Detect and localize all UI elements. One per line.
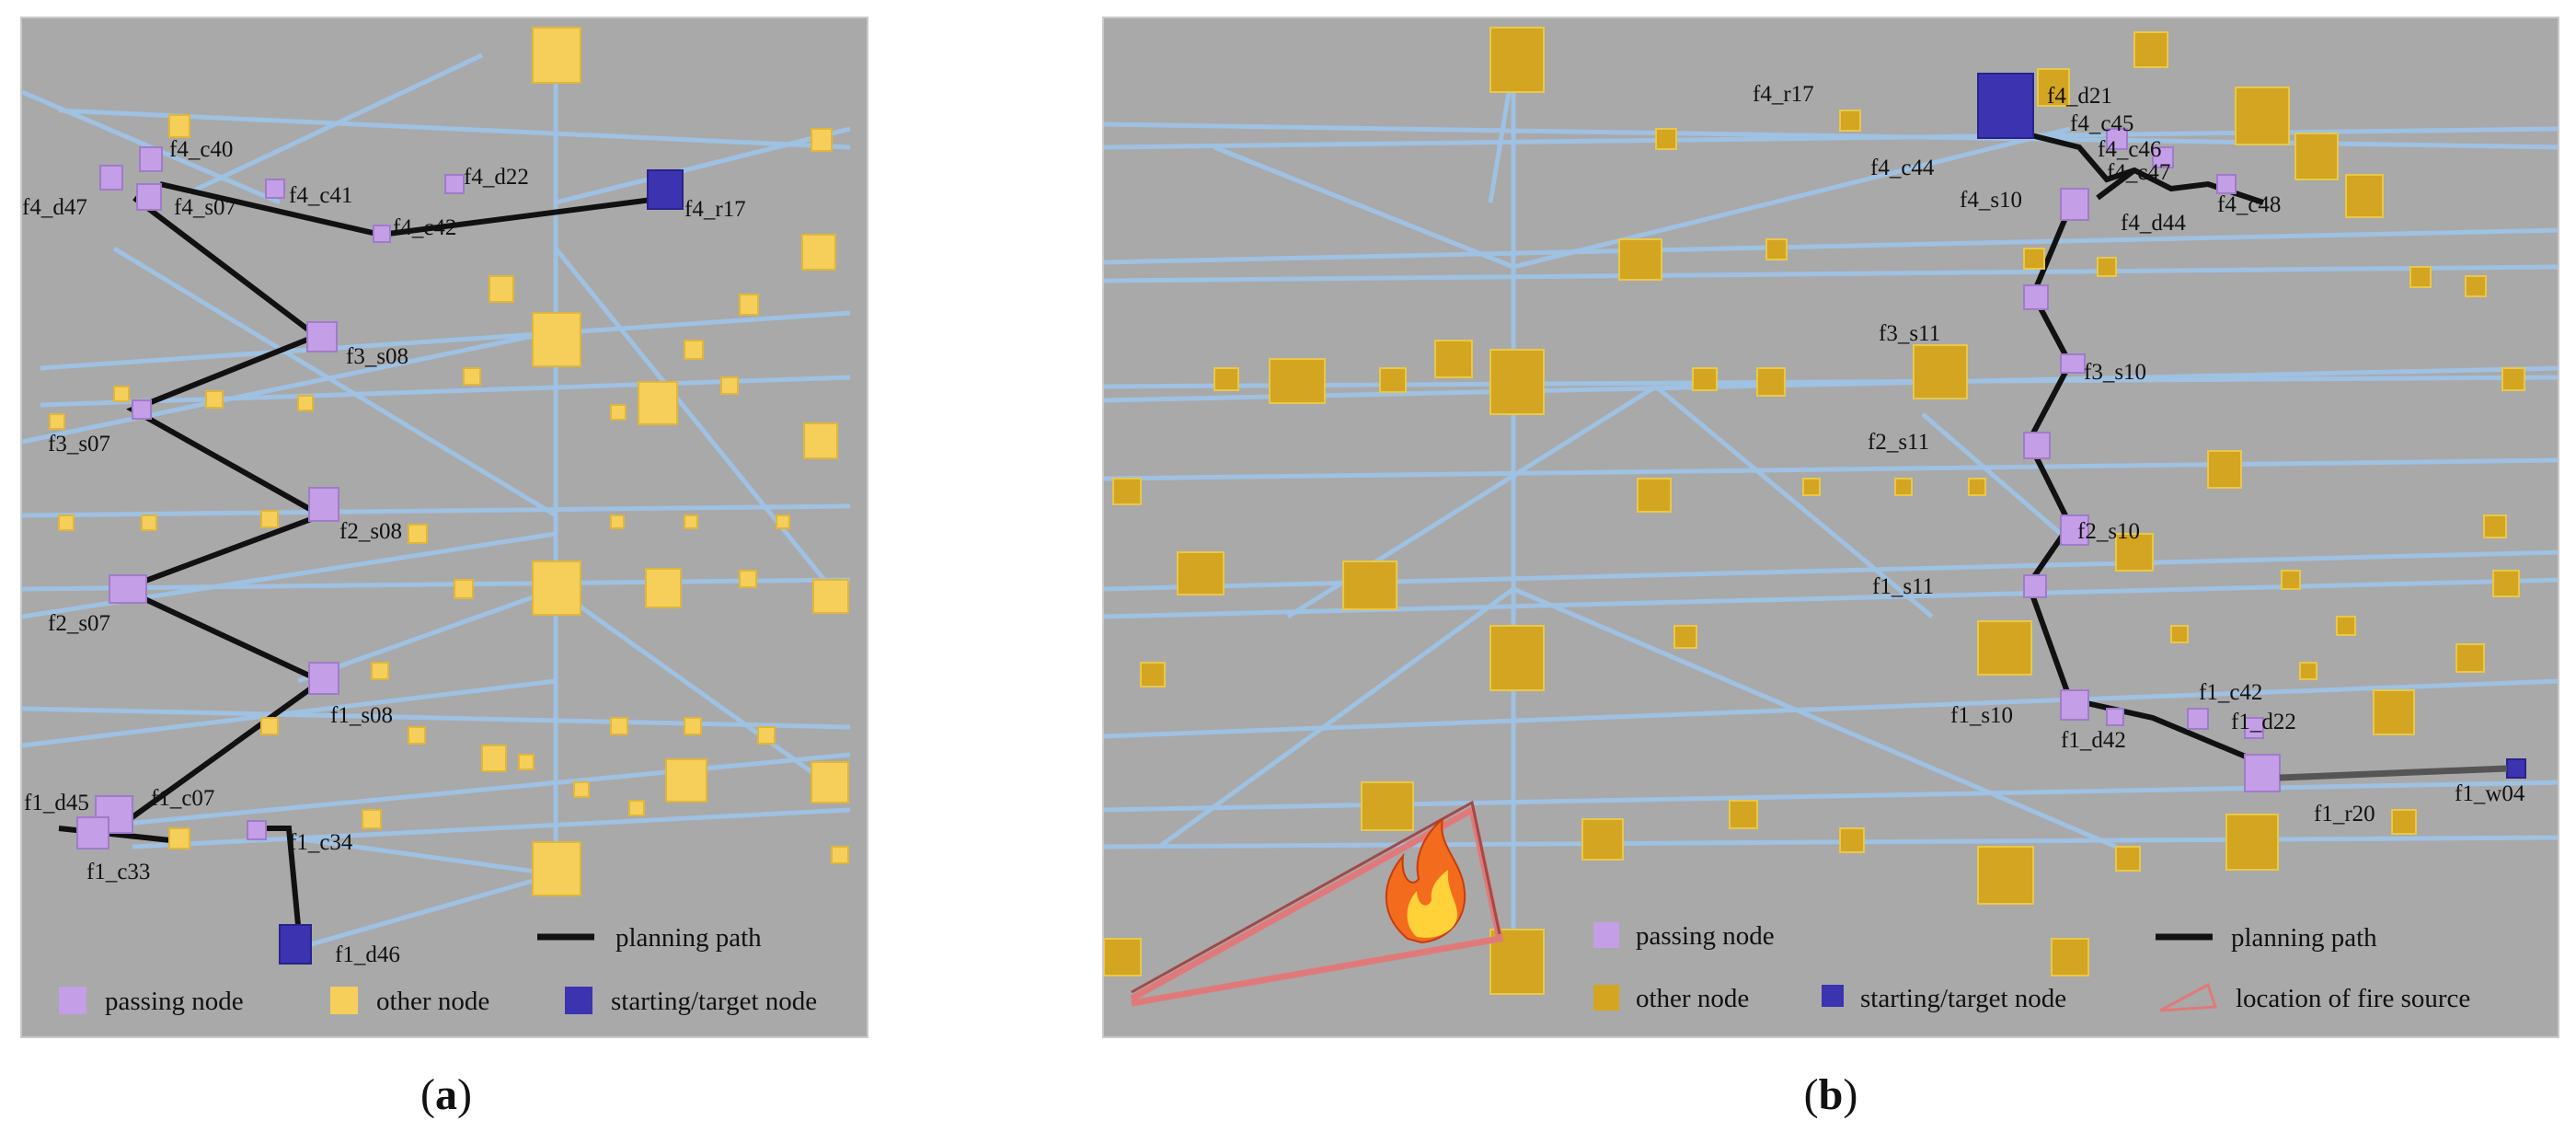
panel-b-svg: f4_r17 f4_d21 f4_c45 f4_c46 f4_c44 f4_c4…: [1104, 27, 2558, 1013]
label-f4-r17: f4_r17: [684, 197, 746, 222]
panel-b-passing-nodes: [2023, 128, 2281, 792]
label-f4-d22: f4_d22: [464, 165, 529, 190]
legend-a-passing-label: passing node: [105, 987, 244, 1016]
panel-b-edges: [1104, 55, 2558, 976]
label-b-f1-r20: f1_r20: [2314, 802, 2375, 826]
caption-b-close: ): [1843, 1070, 1858, 1119]
legend-a-start-swatch: [565, 987, 592, 1014]
panel-a-other-nodes: [49, 27, 849, 896]
label-f4-s07: f4_s07: [174, 195, 236, 220]
label-f3-s08: f3_s08: [346, 344, 408, 369]
label-b-f1-s11: f1_s11: [1872, 574, 1934, 599]
label-b-f4-d21: f4_d21: [2047, 84, 2112, 109]
legend-b-start-label: starting/target node: [1860, 984, 2066, 1013]
legend-b-other-swatch: [1593, 985, 1619, 1011]
label-f4-c41: f4_c41: [289, 183, 352, 208]
label-b-f1-d42: f1_d42: [2061, 728, 2126, 753]
label-b-f4-c47: f4_c47: [2107, 160, 2170, 185]
label-f2-s07: f2_s07: [48, 611, 110, 636]
panel-a-start-target-nodes: [279, 169, 684, 965]
label-b-f4-c45: f4_c45: [2070, 111, 2133, 136]
legend-b-passing-label: passing node: [1636, 921, 1775, 951]
panel-b-fire-source: [1130, 800, 1504, 1007]
label-f1-c33: f1_c33: [86, 860, 150, 884]
label-b-f3-s11: f3_s11: [1879, 321, 1940, 346]
label-b-f4-c44: f4_c44: [1870, 156, 1935, 180]
label-b-f1-d22: f1_d22: [2231, 710, 2296, 734]
label-f3-s07: f3_s07: [48, 432, 110, 456]
panel-b-w04-link: [2279, 765, 2508, 781]
label-f1-s08: f1_s08: [330, 703, 393, 728]
legend-a-passing-swatch: [59, 987, 86, 1014]
panel-b-start-target-nodes: [1977, 73, 2526, 779]
panel-b-labels: f4_r17 f4_d21 f4_c45 f4_c46 f4_c44 f4_c4…: [1753, 82, 2525, 826]
label-f1-d45: f1_d45: [24, 791, 89, 815]
flame-icon: [1385, 816, 1466, 944]
legend-b-start-swatch: [1822, 985, 1844, 1007]
caption-a-letter: a: [435, 1070, 457, 1119]
legend-a-other-label: other node: [376, 987, 489, 1016]
caption-a-close: ): [457, 1070, 472, 1119]
label-f1-c07: f1_c07: [151, 786, 214, 811]
panel-b-legend: passing node planning path other node st…: [1593, 921, 2470, 1013]
legend-a-start-label: starting/target node: [611, 987, 817, 1016]
label-b-f4-d44: f4_d44: [2121, 211, 2186, 236]
label-b-f1-w04: f1_w04: [2455, 781, 2525, 806]
caption-b-open: (: [1803, 1070, 1819, 1119]
label-b-f4-c46: f4_c46: [2098, 137, 2161, 162]
panel-b-diagram: f4_r17 f4_d21 f4_c45 f4_c46 f4_c44 f4_c4…: [1102, 17, 2559, 1038]
caption-a-open: (: [420, 1070, 435, 1119]
panel-b-other-nodes: [1104, 27, 2525, 995]
label-b-f4-r17: f4_r17: [1753, 82, 1814, 107]
label-b-f4-c48: f4_c48: [2217, 192, 2281, 217]
label-b-f2-s10: f2_s10: [2077, 519, 2140, 544]
label-f1-d46: f1_d46: [335, 942, 400, 967]
label-b-f4-s10: f4_s10: [1960, 188, 2022, 213]
panel-a-planning-path: [58, 181, 667, 926]
label-f4-c40: f4_c40: [169, 137, 233, 162]
legend-b-other-label: other node: [1636, 984, 1749, 1013]
label-f4-d47: f4_d47: [22, 195, 87, 220]
label-f2-s08: f2_s08: [339, 519, 402, 544]
legend-b-passing-swatch: [1593, 922, 1619, 948]
panel-a-diagram: f4_c40 f4_d47 f4_s07 f4_c41 f4_d22 f4_c4…: [20, 17, 868, 1038]
panel-a-svg: f4_c40 f4_d47 f4_s07 f4_c41 f4_d22 f4_c4…: [22, 27, 851, 1016]
label-f4-c42: f4_c42: [393, 215, 456, 240]
panel-a-labels: f4_c40 f4_d47 f4_s07 f4_c41 f4_d22 f4_c4…: [22, 137, 746, 967]
caption-b: (b): [1776, 1069, 1886, 1120]
label-f1-c34: f1_c34: [289, 830, 353, 855]
label-b-f1-c42: f1_c42: [2199, 680, 2262, 705]
legend-a-other-swatch: [330, 987, 358, 1014]
panel-a-passing-nodes: [76, 146, 465, 849]
legend-a-path-label: planning path: [615, 923, 762, 953]
fire-source-edge: [1131, 800, 1501, 994]
legend-b-path-label: planning path: [2231, 923, 2377, 953]
legend-b-fire-swatch: [2159, 982, 2218, 1012]
label-b-f2-s11: f2_s11: [1868, 430, 1929, 455]
label-b-f1-s10: f1_s10: [1950, 703, 2013, 728]
panel-a-legend: planning path passing node other node st…: [59, 923, 817, 1016]
caption-a: (a): [391, 1069, 501, 1120]
label-b-f3-s10: f3_s10: [2084, 360, 2146, 385]
legend-b-fire-label: location of fire source: [2236, 984, 2470, 1013]
caption-b-letter: b: [1818, 1070, 1844, 1119]
